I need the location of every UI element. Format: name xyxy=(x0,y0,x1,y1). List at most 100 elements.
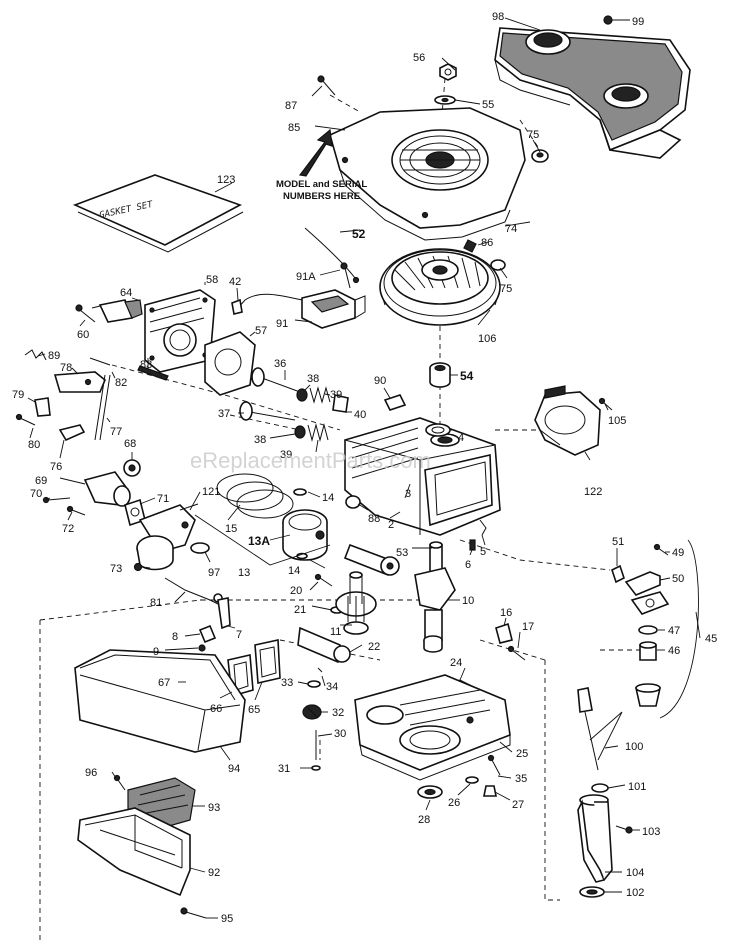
part-45-breather-grommet xyxy=(635,683,661,707)
callout-99: 99 xyxy=(632,16,644,28)
callout-83: 83 xyxy=(140,359,152,371)
part-6-key xyxy=(469,539,476,551)
part-90-breather xyxy=(383,394,407,411)
callout-123: 123 xyxy=(217,174,235,186)
callout-85: 85 xyxy=(288,122,300,134)
callout-31: 31 xyxy=(278,763,290,775)
part-13-bracket-lines xyxy=(194,514,331,566)
part-69-intake-elbow xyxy=(83,471,131,507)
callout-52: 52 xyxy=(352,227,366,241)
part-38-valve-retainer-lower xyxy=(294,425,306,439)
part-25-sump-base xyxy=(354,674,511,781)
model-serial-note: MODEL and SERIAL NUMBERS HERE xyxy=(276,179,367,202)
callout-81: 81 xyxy=(150,597,162,609)
callout-25: 25 xyxy=(516,748,528,760)
leader-lines xyxy=(27,17,701,919)
part-14-piston-pin-lock-top xyxy=(293,488,307,496)
part-70-screw xyxy=(42,496,71,504)
part-64-spark-plug xyxy=(91,299,143,323)
callout-50: 50 xyxy=(672,573,684,585)
callout-45: 45 xyxy=(705,633,717,645)
part-3-cylinder-block xyxy=(344,417,501,536)
part-39-valve-spring-upper xyxy=(309,386,331,404)
callout-35: 35 xyxy=(515,773,527,785)
part-31-washer xyxy=(311,765,321,771)
callout-17: 17 xyxy=(522,621,534,633)
part-85-blower-housing xyxy=(329,107,526,241)
part-101-o-ring xyxy=(591,783,609,793)
part-8-governor-gear xyxy=(198,624,217,644)
part-46-bushing xyxy=(639,641,657,661)
part-17-screw xyxy=(507,645,526,661)
callout-121: 121 xyxy=(202,486,220,498)
part-35-screw xyxy=(487,754,501,776)
callout-122: 122 xyxy=(584,486,602,498)
model-serial-note-line1: MODEL and SERIAL xyxy=(276,179,367,190)
part-38-valve-retainer-upper xyxy=(296,388,308,402)
callout-87: 87 xyxy=(285,100,297,112)
callout-74: 74 xyxy=(505,223,517,235)
part-100-dipstick xyxy=(577,687,599,771)
part-47-o-ring xyxy=(638,625,658,635)
callout-102: 102 xyxy=(626,887,644,899)
callout-34: 34 xyxy=(326,681,338,693)
part-74-breather-tube xyxy=(499,164,544,259)
part-83-shield xyxy=(137,365,169,381)
part-65-plate xyxy=(254,639,281,684)
callout-97: 97 xyxy=(208,567,220,579)
part-34-governor-cup xyxy=(317,667,323,673)
part-16-oil-dipstick-seal xyxy=(495,622,513,644)
callout-13a: 13A xyxy=(248,534,270,548)
part-13a-piston xyxy=(282,509,328,561)
callout-75-bottom: 75 xyxy=(500,283,512,295)
part-77-governor-link xyxy=(94,374,111,441)
part-104-fill-tube xyxy=(577,794,613,883)
callout-36: 36 xyxy=(274,358,286,370)
part-99-screw xyxy=(603,15,630,25)
callout-103: 103 xyxy=(642,826,660,838)
part-92-air-cleaner-base xyxy=(77,807,191,897)
part-52-ground-wire xyxy=(304,227,360,284)
callout-55: 55 xyxy=(482,99,494,111)
callout-92: 92 xyxy=(208,867,220,879)
callout-8: 8 xyxy=(172,631,178,643)
part-105-screw xyxy=(598,397,613,411)
callout-91: 91 xyxy=(276,318,288,330)
callout-7: 7 xyxy=(236,629,242,641)
part-80-screw xyxy=(15,413,36,426)
callout-3: 3 xyxy=(405,488,411,500)
part-32-governor-assembly xyxy=(302,704,322,720)
part-94-air-filter xyxy=(74,649,246,753)
callout-38-upper: 38 xyxy=(307,373,319,385)
part-122-recoil-starter xyxy=(534,385,601,456)
callout-73: 73 xyxy=(110,563,122,575)
part-98-shroud-cover xyxy=(494,27,691,159)
callout-104: 104 xyxy=(626,867,644,879)
callout-69: 69 xyxy=(35,475,47,487)
callout-26: 26 xyxy=(448,797,460,809)
part-27-plug xyxy=(483,785,497,797)
callout-96: 96 xyxy=(85,767,97,779)
part-42-spark-plug-lead xyxy=(231,293,303,315)
part-78-bracket xyxy=(53,371,106,393)
part-86-clip xyxy=(463,239,477,253)
part-28-oil-seal xyxy=(417,785,443,799)
part-57-head-gasket xyxy=(204,331,256,396)
callout-21: 21 xyxy=(294,604,306,616)
callout-100: 100 xyxy=(625,741,643,753)
callout-93: 93 xyxy=(208,802,220,814)
callout-79: 79 xyxy=(12,389,24,401)
callout-20: 20 xyxy=(290,585,302,597)
callout-10: 10 xyxy=(462,595,474,607)
callout-71: 71 xyxy=(157,493,169,505)
part-54-bushing xyxy=(429,362,451,388)
callout-39-lower: 39 xyxy=(280,449,292,461)
callout-5: 5 xyxy=(480,546,486,558)
callout-64: 64 xyxy=(120,287,132,299)
callout-labels: 98 99 56 55 87 85 75 74 86 75 123 52 91A… xyxy=(12,11,717,925)
callout-70: 70 xyxy=(30,488,42,500)
part-121-carburetor xyxy=(136,503,199,571)
callout-39-upper: 39 xyxy=(330,389,342,401)
callout-54: 54 xyxy=(460,369,474,383)
